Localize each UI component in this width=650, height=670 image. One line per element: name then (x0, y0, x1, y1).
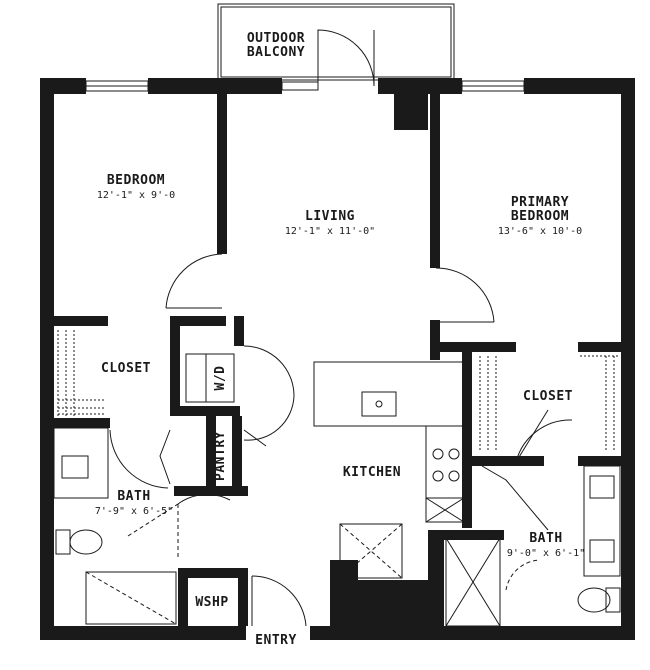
closet-shelving (57, 330, 618, 452)
balcony (217, 3, 455, 87)
bath-left-label: BATH (117, 489, 150, 504)
living-label: LIVING (305, 209, 355, 224)
living-dims: 12'-1" x 11'-0" (285, 226, 375, 237)
entry-label: ENTRY (255, 633, 297, 648)
bedroom-dims: 12'-1" x 9'-0 (97, 190, 175, 201)
balcony-label-line2: BALCONY (247, 45, 305, 60)
room-labels: OUTDOOR BALCONY BEDROOM 12'-1" x 9'-0 LI… (95, 31, 585, 648)
wshp-label: WSHP (195, 595, 228, 610)
closet-right-label: CLOSET (523, 389, 573, 404)
bath-right-dims: 9'-0" x 6'-1" (507, 548, 585, 559)
fixtures (53, 353, 621, 627)
bedroom-label: BEDROOM (107, 173, 165, 188)
pantry-label: PANTRY (213, 431, 228, 481)
kitchen-label: KITCHEN (343, 465, 401, 480)
primary-bedroom-label-line1: PRIMARY (511, 195, 569, 210)
interior-walls (54, 94, 621, 626)
primary-bedroom-label-line2: BEDROOM (511, 209, 569, 224)
wd-label: W/D (213, 366, 228, 391)
closet-left-label: CLOSET (101, 361, 151, 376)
bath-left-dims: 7'-9" x 6'-5" (95, 506, 173, 517)
balcony-label-line1: OUTDOOR (247, 31, 305, 46)
bath-right-label: BATH (529, 531, 562, 546)
primary-bedroom-dims: 13'-6" x 10'-0 (498, 226, 582, 237)
doors (109, 253, 573, 627)
exterior-walls (40, 78, 635, 640)
